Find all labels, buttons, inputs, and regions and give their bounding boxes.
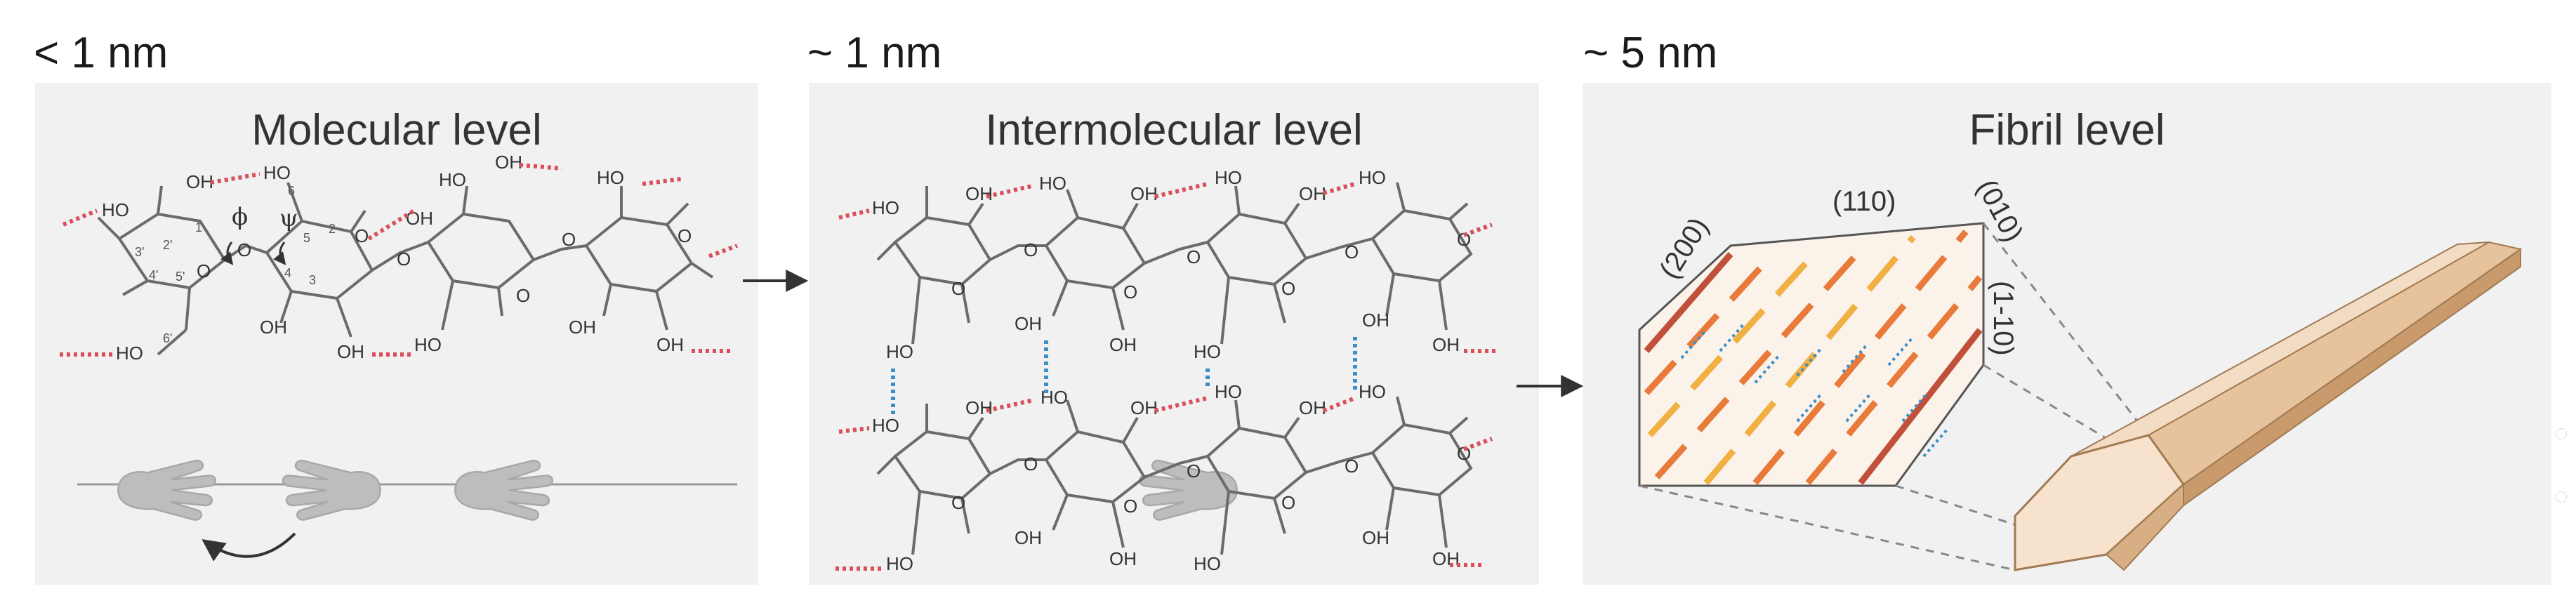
- svg-text:O: O: [1024, 239, 1038, 260]
- atom-label: OH: [656, 334, 684, 355]
- svg-text:O: O: [951, 278, 965, 299]
- projection-lines: [1639, 223, 2184, 571]
- scale-label-intermolecular: ~ 1 nm: [807, 29, 942, 77]
- hand-icon: [117, 459, 217, 521]
- svg-text:O: O: [1123, 281, 1137, 303]
- svg-text:OH: OH: [1109, 548, 1137, 569]
- atom-label: O: [355, 225, 369, 246]
- svg-text:OH: OH: [1362, 310, 1389, 331]
- edge-handle: [2556, 491, 2567, 503]
- atom-label: HO: [102, 199, 129, 220]
- svg-text:OH: OH: [1432, 548, 1460, 569]
- atom-label: HO: [597, 167, 624, 188]
- atom-label: O: [678, 225, 692, 246]
- ring-number: 4': [149, 268, 158, 282]
- atom-label: OH: [260, 317, 287, 338]
- fibril-cross-section: (200) (110) (010) (1-10): [1638, 175, 2029, 487]
- crystal-face-label: (1-10): [1988, 281, 2019, 356]
- svg-text:O: O: [1187, 246, 1201, 267]
- atom-labels-lower: HO OH O O HO OH O O HO OH O O HO O OH OH…: [872, 381, 1471, 574]
- atom-label: OH: [569, 317, 596, 338]
- fibril-3d: [2014, 241, 2523, 571]
- hydrogen-bonds-red: [60, 163, 739, 357]
- hand-icon: [454, 459, 554, 521]
- atom-label: HO: [116, 343, 143, 364]
- torsion-phi-label: ϕ: [232, 203, 248, 231]
- svg-text:O: O: [1123, 496, 1137, 517]
- ring-number: 1: [195, 220, 202, 234]
- svg-text:HO: HO: [872, 415, 899, 436]
- svg-text:O: O: [1281, 492, 1295, 513]
- svg-text:OH: OH: [1130, 183, 1158, 204]
- atom-label: OH: [495, 152, 522, 173]
- ring-number: 6: [288, 184, 295, 198]
- svg-text:HO: HO: [872, 197, 899, 218]
- svg-text:HO: HO: [1039, 173, 1066, 194]
- svg-text:OH: OH: [965, 397, 993, 418]
- svg-text:OH: OH: [1299, 183, 1326, 204]
- svg-text:O: O: [1345, 241, 1359, 263]
- hydrogen-bonds-blue: [891, 337, 1357, 414]
- atom-label: OH: [337, 341, 364, 362]
- svg-text:O: O: [1281, 278, 1295, 299]
- ring-number: 6': [163, 331, 172, 345]
- atom-label: O: [562, 229, 576, 250]
- cellulose-chain-lower: [876, 396, 1473, 555]
- svg-text:OH: OH: [1015, 313, 1042, 334]
- torsion-psi-label: ψ: [279, 204, 298, 232]
- hydrogen-bonds-red: [835, 182, 1495, 571]
- panel-title-fibril: Fibril level: [1969, 106, 2165, 154]
- atom-label: HO: [439, 169, 466, 190]
- edge-handle: [2556, 428, 2567, 439]
- panel-title-molecular: Molecular level: [251, 106, 542, 154]
- svg-text:O: O: [1457, 229, 1471, 250]
- scale-label-fibril: ~ 5 nm: [1583, 29, 1718, 77]
- rotation-arrow-icon: [220, 241, 234, 265]
- svg-text:HO: HO: [1194, 341, 1221, 362]
- svg-text:HO: HO: [1359, 381, 1386, 402]
- cellobiose-chain-molecular: HO OH HO O O O OH O HO OH OH HO O HO OH …: [60, 152, 739, 364]
- svg-text:HO: HO: [886, 553, 913, 574]
- ring-number: 3': [135, 245, 144, 259]
- atom-label: HO: [414, 334, 442, 355]
- svg-text:OH: OH: [1299, 397, 1326, 418]
- atom-label: OH: [186, 171, 213, 192]
- atom-label: O: [397, 248, 411, 270]
- rotation-arrow-icon: [272, 241, 286, 265]
- ring-number: 2: [329, 222, 336, 236]
- atom-label: O: [237, 239, 251, 260]
- ring-number: 2': [163, 238, 172, 252]
- atom-label: HO: [263, 162, 291, 183]
- svg-text:OH: OH: [1109, 334, 1137, 355]
- svg-text:OH: OH: [1362, 527, 1389, 548]
- cellulose-chain-upper: [876, 182, 1473, 345]
- svg-text:OH: OH: [1432, 334, 1460, 355]
- atom-label: O: [516, 285, 530, 306]
- svg-text:OH: OH: [965, 183, 993, 204]
- svg-text:O: O: [951, 492, 965, 513]
- svg-text:O: O: [1024, 453, 1038, 475]
- atom-labels-upper: HO OH O O HO OH O O HO OH O O HO O OH OH…: [872, 167, 1471, 362]
- svg-text:HO: HO: [1194, 553, 1221, 574]
- ring-number: 3: [309, 273, 316, 287]
- ring-number: 5': [176, 270, 185, 284]
- svg-text:O: O: [1457, 443, 1471, 464]
- ring-number: 5: [303, 231, 310, 245]
- panel-title-intermolecular: Intermolecular level: [985, 106, 1363, 154]
- svg-text:HO: HO: [886, 341, 913, 362]
- svg-text:HO: HO: [1359, 167, 1386, 188]
- rotation-arrow-icon: [202, 532, 296, 562]
- ring-number: 4: [284, 266, 291, 280]
- svg-text:HO: HO: [1215, 381, 1242, 402]
- hand-icon: [282, 459, 381, 521]
- crystal-face-label: (110): [1832, 186, 1896, 217]
- svg-text:OH: OH: [1130, 397, 1158, 418]
- svg-text:O: O: [1187, 460, 1201, 482]
- svg-text:OH: OH: [1015, 527, 1042, 548]
- svg-text:HO: HO: [1215, 167, 1242, 188]
- atom-label: O: [197, 260, 211, 281]
- scale-label-molecular: < 1 nm: [34, 29, 169, 77]
- svg-text:O: O: [1345, 456, 1359, 477]
